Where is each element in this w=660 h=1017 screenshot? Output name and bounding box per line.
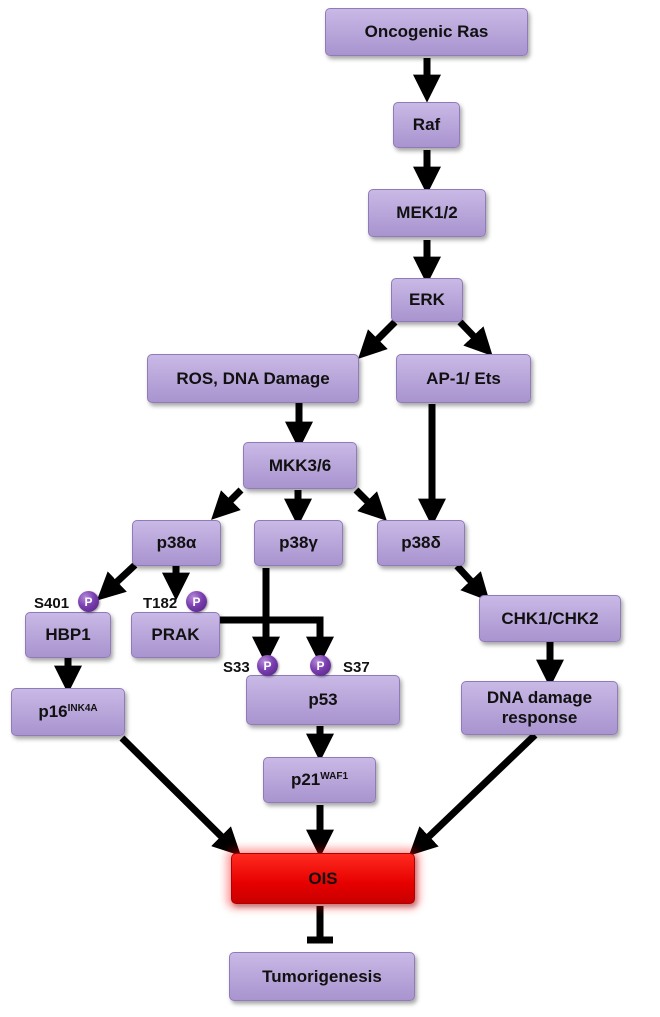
node-chk1-chk2: CHK1/CHK2 <box>479 595 621 642</box>
node-raf: Raf <box>393 102 460 148</box>
node-p38-alpha: p38α <box>132 520 221 566</box>
arrow-p38d-chk <box>454 563 490 602</box>
phospho-icon-p53-s37: P <box>310 655 331 676</box>
phospho-site-s33: S33 <box>223 659 250 676</box>
phospho-site-t182: T182 <box>143 595 178 612</box>
node-mek: MEK1/2 <box>368 189 486 237</box>
arrow-dna-ois <box>408 732 538 856</box>
node-p16-ink4a: p16INK4A <box>11 688 125 736</box>
arrow-mkk-p38a <box>211 487 244 520</box>
arrow-erk-ros <box>358 319 398 359</box>
arrow-p38a-hbp1 <box>96 562 138 601</box>
node-mkk36: MKK3/6 <box>243 442 357 489</box>
phospho-icon-prak: P <box>186 591 207 612</box>
phospho-icon-hbp1: P <box>78 591 99 612</box>
arrow-p16-ois <box>119 735 241 856</box>
arrow-mkk-p38d <box>353 487 387 521</box>
phospho-icon-p53-s33: P <box>257 655 278 676</box>
node-prak: PRAK <box>131 612 220 658</box>
arrow-erk-ap1 <box>457 319 493 357</box>
arrow-prak-p53 <box>220 616 334 665</box>
node-erk: ERK <box>391 278 463 322</box>
node-tumorigenesis: Tumorigenesis <box>229 952 415 1001</box>
node-p53: p53 <box>246 675 400 725</box>
node-ap1-ets: AP-1/ Ets <box>396 354 531 403</box>
phospho-site-s401: S401 <box>34 595 70 612</box>
node-ois: OIS <box>231 853 415 904</box>
node-oncogenic-ras: Oncogenic Ras <box>325 8 528 56</box>
phospho-site-s37: S37 <box>343 659 370 676</box>
node-p21-waf1: p21WAF1 <box>263 757 376 803</box>
node-p38-delta: p38δ <box>377 520 465 566</box>
node-ros-dna-damage: ROS, DNA Damage <box>147 354 359 403</box>
node-hbp1: HBP1 <box>25 612 111 658</box>
node-p38-gamma: p38γ <box>254 520 343 566</box>
